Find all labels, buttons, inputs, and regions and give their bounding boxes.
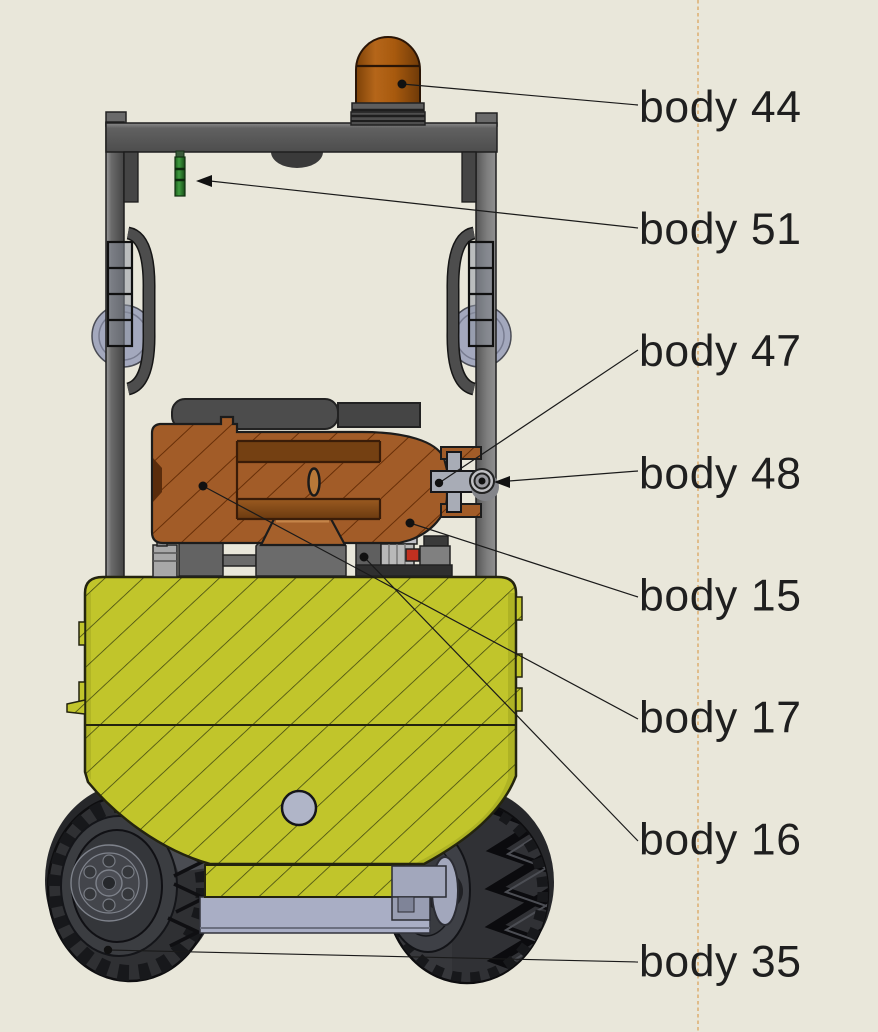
svg-text:body 47: body 47: [639, 327, 802, 376]
svg-text:body 35: body 35: [639, 938, 802, 987]
svg-text:body 51: body 51: [639, 205, 802, 254]
svg-text:body 16: body 16: [639, 816, 802, 865]
svg-text:body 17: body 17: [639, 694, 802, 743]
svg-text:body 15: body 15: [639, 571, 802, 620]
svg-text:body 44: body 44: [639, 83, 802, 132]
svg-text:body 48: body 48: [639, 449, 802, 498]
